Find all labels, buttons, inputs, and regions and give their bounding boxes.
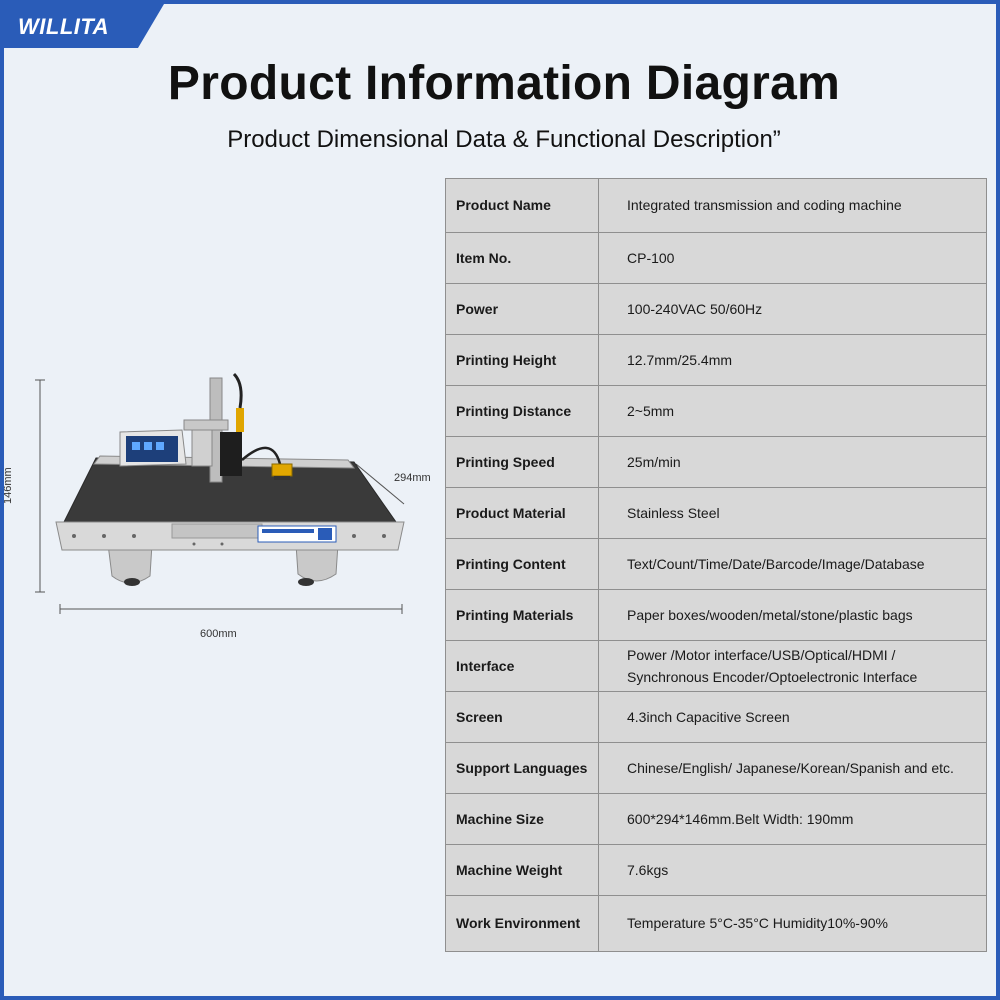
spec-row: Power 100-240VAC 50/60Hz	[445, 283, 987, 335]
spec-value-line: Stainless Steel	[627, 504, 720, 521]
spec-value: 100-240VAC 50/60Hz	[598, 283, 987, 335]
spec-value-line: 100-240VAC 50/60Hz	[627, 300, 763, 317]
spec-value: Integrated transmission and coding machi…	[598, 178, 987, 233]
spec-label: Printing Distance	[445, 385, 599, 437]
spec-value-line: Text/Count/Time/Date/Barcode/Image/Datab…	[627, 555, 925, 572]
spec-table: Product Name Integrated transmission and …	[445, 178, 987, 952]
spec-value-line: 12.7mm/25.4mm	[627, 351, 733, 368]
brand-logo-text: WILLITA	[18, 14, 110, 39]
spec-value: 2~5mm	[598, 385, 987, 437]
spec-label: Power	[445, 283, 599, 335]
spec-value-line: 600*294*146mm.Belt Width: 190mm	[627, 810, 854, 827]
spec-label: Printing Materials	[445, 589, 599, 641]
spec-value: 600*294*146mm.Belt Width: 190mm	[598, 793, 987, 845]
spec-label: Support Languages	[445, 742, 599, 794]
spec-value: Chinese/English/ Japanese/Korean/Spanish…	[598, 742, 987, 794]
spec-row: Printing Materials Paper boxes/wooden/met…	[445, 589, 987, 641]
spec-row: Product Name Integrated transmission and …	[445, 178, 987, 233]
height-dimension-label: 146mm	[2, 467, 14, 504]
spec-row: Printing Content Text/Count/Time/Date/Bar…	[445, 538, 987, 590]
spec-label: Work Environment	[445, 895, 599, 952]
spec-value-line: Paper boxes/wooden/metal/stone/plastic b…	[627, 606, 913, 623]
spec-value-line: Chinese/English/ Japanese/Korean/Spanish…	[627, 759, 954, 776]
spec-value: Power /Motor interface/USB/Optical/HDMI …	[598, 640, 987, 692]
spec-value: 12.7mm/25.4mm	[598, 334, 987, 386]
spec-row: Product Material Stainless Steel	[445, 487, 987, 539]
page-title: Product Information Diagram	[167, 57, 841, 110]
machine-illustration: 146mm 294mm 600mm	[4, 364, 444, 654]
spec-value-line: CP-100	[627, 249, 675, 266]
spec-value-line: 2~5mm	[627, 402, 675, 419]
spec-row: Machine Weight 7.6kgs	[445, 844, 987, 896]
spec-value-line: Integrated transmission and coding machi…	[627, 197, 902, 214]
spec-row: Support Languages Chinese/English/ Japane…	[445, 742, 987, 794]
spec-label: Item No.	[445, 232, 599, 284]
spec-value-line: 7.6kgs	[627, 861, 669, 878]
spec-row: Printing Distance 2~5mm	[445, 385, 987, 437]
spec-row: Screen 4.3inch Capacitive Screen	[445, 691, 987, 743]
width-dimension-label: 600mm	[200, 628, 237, 640]
spec-label: Product Name	[445, 178, 599, 233]
spec-value: Stainless Steel	[598, 487, 987, 539]
depth-dimension-label: 294mm	[394, 472, 431, 484]
spec-value-line: 4.3inch Capacitive Screen	[627, 708, 790, 725]
spec-value: Text/Count/Time/Date/Barcode/Image/Datab…	[598, 538, 987, 590]
spec-value: CP-100	[598, 232, 987, 284]
spec-label: Printing Height	[445, 334, 599, 386]
spec-row: Item No. CP-100	[445, 232, 987, 284]
spec-label: Screen	[445, 691, 599, 743]
spec-label: Printing Speed	[445, 436, 599, 488]
spec-value: Temperature 5°C-35°C Humidity10%-90%	[598, 895, 987, 952]
spec-value-line: Temperature 5°C-35°C Humidity10%-90%	[627, 915, 888, 932]
spec-value-line: 25m/min	[627, 453, 681, 470]
spec-row: Machine Size 600*294*146mm.Belt Width: 19…	[445, 793, 987, 845]
spec-value: 7.6kgs	[598, 844, 987, 896]
spec-label: Machine Size	[445, 793, 599, 845]
spec-value-line: Power /Motor interface/USB/Optical/HDMI …	[627, 646, 896, 663]
spec-label: Interface	[445, 640, 599, 692]
brand-badge: WILLITA	[4, 4, 164, 48]
spec-row: Printing Height 12.7mm/25.4mm	[445, 334, 987, 386]
spec-value: 4.3inch Capacitive Screen	[598, 691, 987, 743]
spec-row: Work Environment Temperature 5°C-35°C Hum…	[445, 895, 987, 952]
spec-row: Interface Power /Motor interface/USB/Opti…	[445, 640, 987, 692]
spec-label: Printing Content	[445, 538, 599, 590]
spec-value: 25m/min	[598, 436, 987, 488]
spec-row: Printing Speed 25m/min	[445, 436, 987, 488]
spec-value-line: Synchronous Encoder/Optoelectronic Inter…	[627, 669, 918, 685]
page-subtitle: Product Dimensional Data & Functional De…	[227, 126, 781, 153]
spec-label: Product Material	[445, 487, 599, 539]
spec-value: Paper boxes/wooden/metal/stone/plastic b…	[598, 589, 987, 641]
spec-label: Machine Weight	[445, 844, 599, 896]
